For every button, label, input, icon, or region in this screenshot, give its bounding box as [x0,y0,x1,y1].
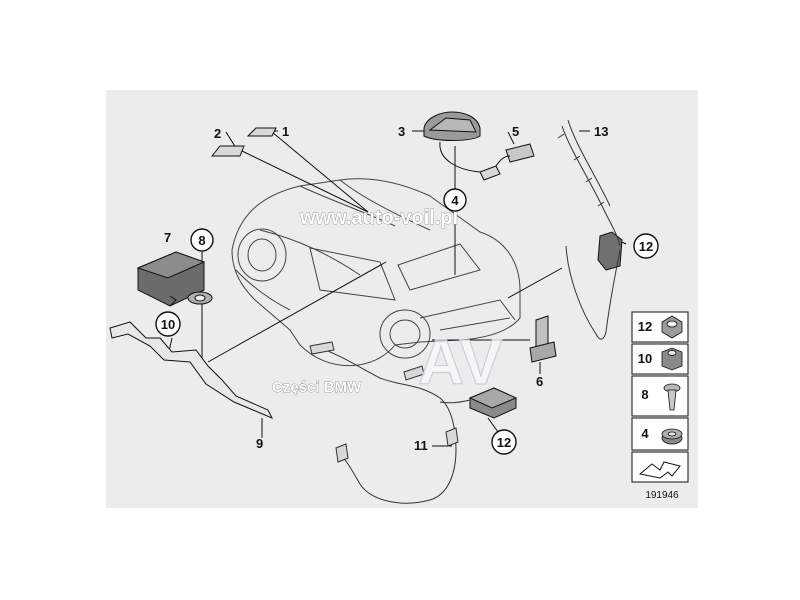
plastic-rivet-icon [663,383,681,411]
clip-part-2 [210,145,245,157]
antenna-module-part-6 [529,315,557,363]
legend-row-8: 8 [631,375,689,417]
watermark-logo-text: AV [418,326,502,398]
circled-labels: 4 8 10 12 12 [155,188,659,455]
label-13: 13 [594,124,608,139]
label-5: 5 [512,124,519,139]
bushing-icon [661,428,683,445]
label-1: 1 [282,124,289,139]
label-8: 8 [198,233,205,248]
grommet-part-8 [187,291,213,305]
label-12-right: 12 [639,239,653,254]
cable-part-11 [309,341,471,504]
watermark-logo: AV [417,325,503,398]
legend-row-4: 4 [631,417,689,451]
legend-row-12: 12 [631,311,689,343]
part-labels: 1 2 3 5 6 7 9 11 13 [164,124,608,453]
legend-row-arrow [631,451,689,483]
watermark-parts: Części BMW [272,379,363,397]
label-2: 2 [214,126,221,141]
flange-nut-icon [661,315,683,339]
legend: 12 10 8 4 [631,311,689,501]
circled-label-8: 8 [190,228,214,252]
label-7: 7 [164,230,171,245]
label-3: 3 [398,124,405,139]
label-10: 10 [161,317,175,332]
car-outline [231,178,521,367]
circled-label-10: 10 [155,311,181,337]
connector-part-5 [495,143,535,167]
label-6: 6 [536,374,543,389]
direction-arrow-icon [638,461,681,479]
legend-label-10: 10 [638,351,652,366]
clip-part-1 [246,127,277,137]
label-4: 4 [451,193,459,208]
watermark-url-text: www.auto-voil.pl [299,207,458,229]
watermark-url: www.auto-voil.pl [299,207,459,230]
diagram-number: 191946 [645,490,679,501]
bracket-part-9 [109,321,274,419]
label-12-lower: 12 [497,435,511,450]
legend-label-4: 4 [641,426,649,441]
cable-harness-part-13 [557,119,621,340]
circled-label-12-lower: 12 [491,429,517,455]
amplifier-right [597,231,623,271]
control-unit-part-7 [136,251,206,307]
label-9: 9 [256,436,263,451]
circled-label-12-right: 12 [633,233,659,259]
roof-antenna-part-3 [423,111,501,181]
leader-lines [167,130,627,447]
legend-label-8: 8 [641,387,648,402]
hex-nut-icon [661,347,683,371]
legend-row-10: 10 [631,343,689,375]
circled-label-4: 4 [443,188,467,212]
legend-label-12: 12 [638,319,652,334]
label-11: 11 [414,438,428,453]
amplifier-lower [468,387,518,419]
watermark-parts-text: Części BMW [272,379,362,396]
